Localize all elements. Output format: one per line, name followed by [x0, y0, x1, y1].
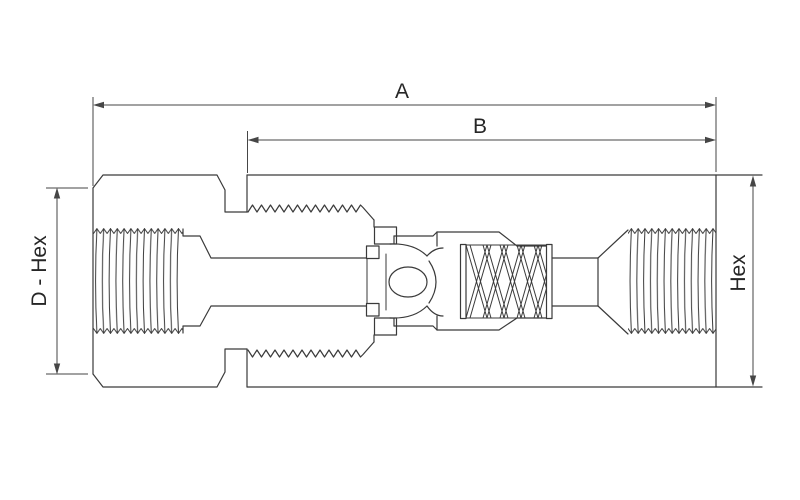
- dim-hex-label: Hex: [727, 254, 750, 292]
- spring: [459, 243, 553, 320]
- dim-d-hex: D - Hex: [28, 187, 88, 375]
- dim-hex-arrow-top: [749, 175, 757, 187]
- dim-hex-arrow-bottom: [749, 375, 757, 387]
- poppet: [388, 231, 444, 331]
- dim-d-hex-arrow-top: [53, 187, 61, 199]
- dim-d-hex-label: D - Hex: [28, 235, 51, 307]
- dim-b: B: [247, 115, 716, 173]
- spring-end-right: [545, 243, 553, 320]
- dim-a-label: A: [395, 80, 409, 103]
- dim-b-label: B: [473, 115, 487, 138]
- male-thread: [247, 204, 375, 358]
- right-port-threads: [628, 228, 717, 334]
- left-hex-block: [92, 174, 248, 388]
- dim-b-arrow-left: [247, 136, 259, 144]
- spring-cage: [436, 231, 548, 331]
- dim-d-hex-arrow-bottom: [53, 363, 61, 375]
- left-port-threads: [93, 228, 183, 334]
- poppet-ball: [388, 266, 428, 298]
- stem: [551, 229, 629, 335]
- dim-a-arrow-right: [705, 101, 716, 109]
- dim-a-arrow-left: [93, 101, 104, 109]
- spring-end-left: [459, 243, 467, 320]
- dim-a: A: [92, 80, 717, 186]
- dim-hex: Hex: [727, 175, 757, 387]
- bore-profile: [182, 228, 368, 334]
- dim-b-arrow-right: [705, 136, 716, 144]
